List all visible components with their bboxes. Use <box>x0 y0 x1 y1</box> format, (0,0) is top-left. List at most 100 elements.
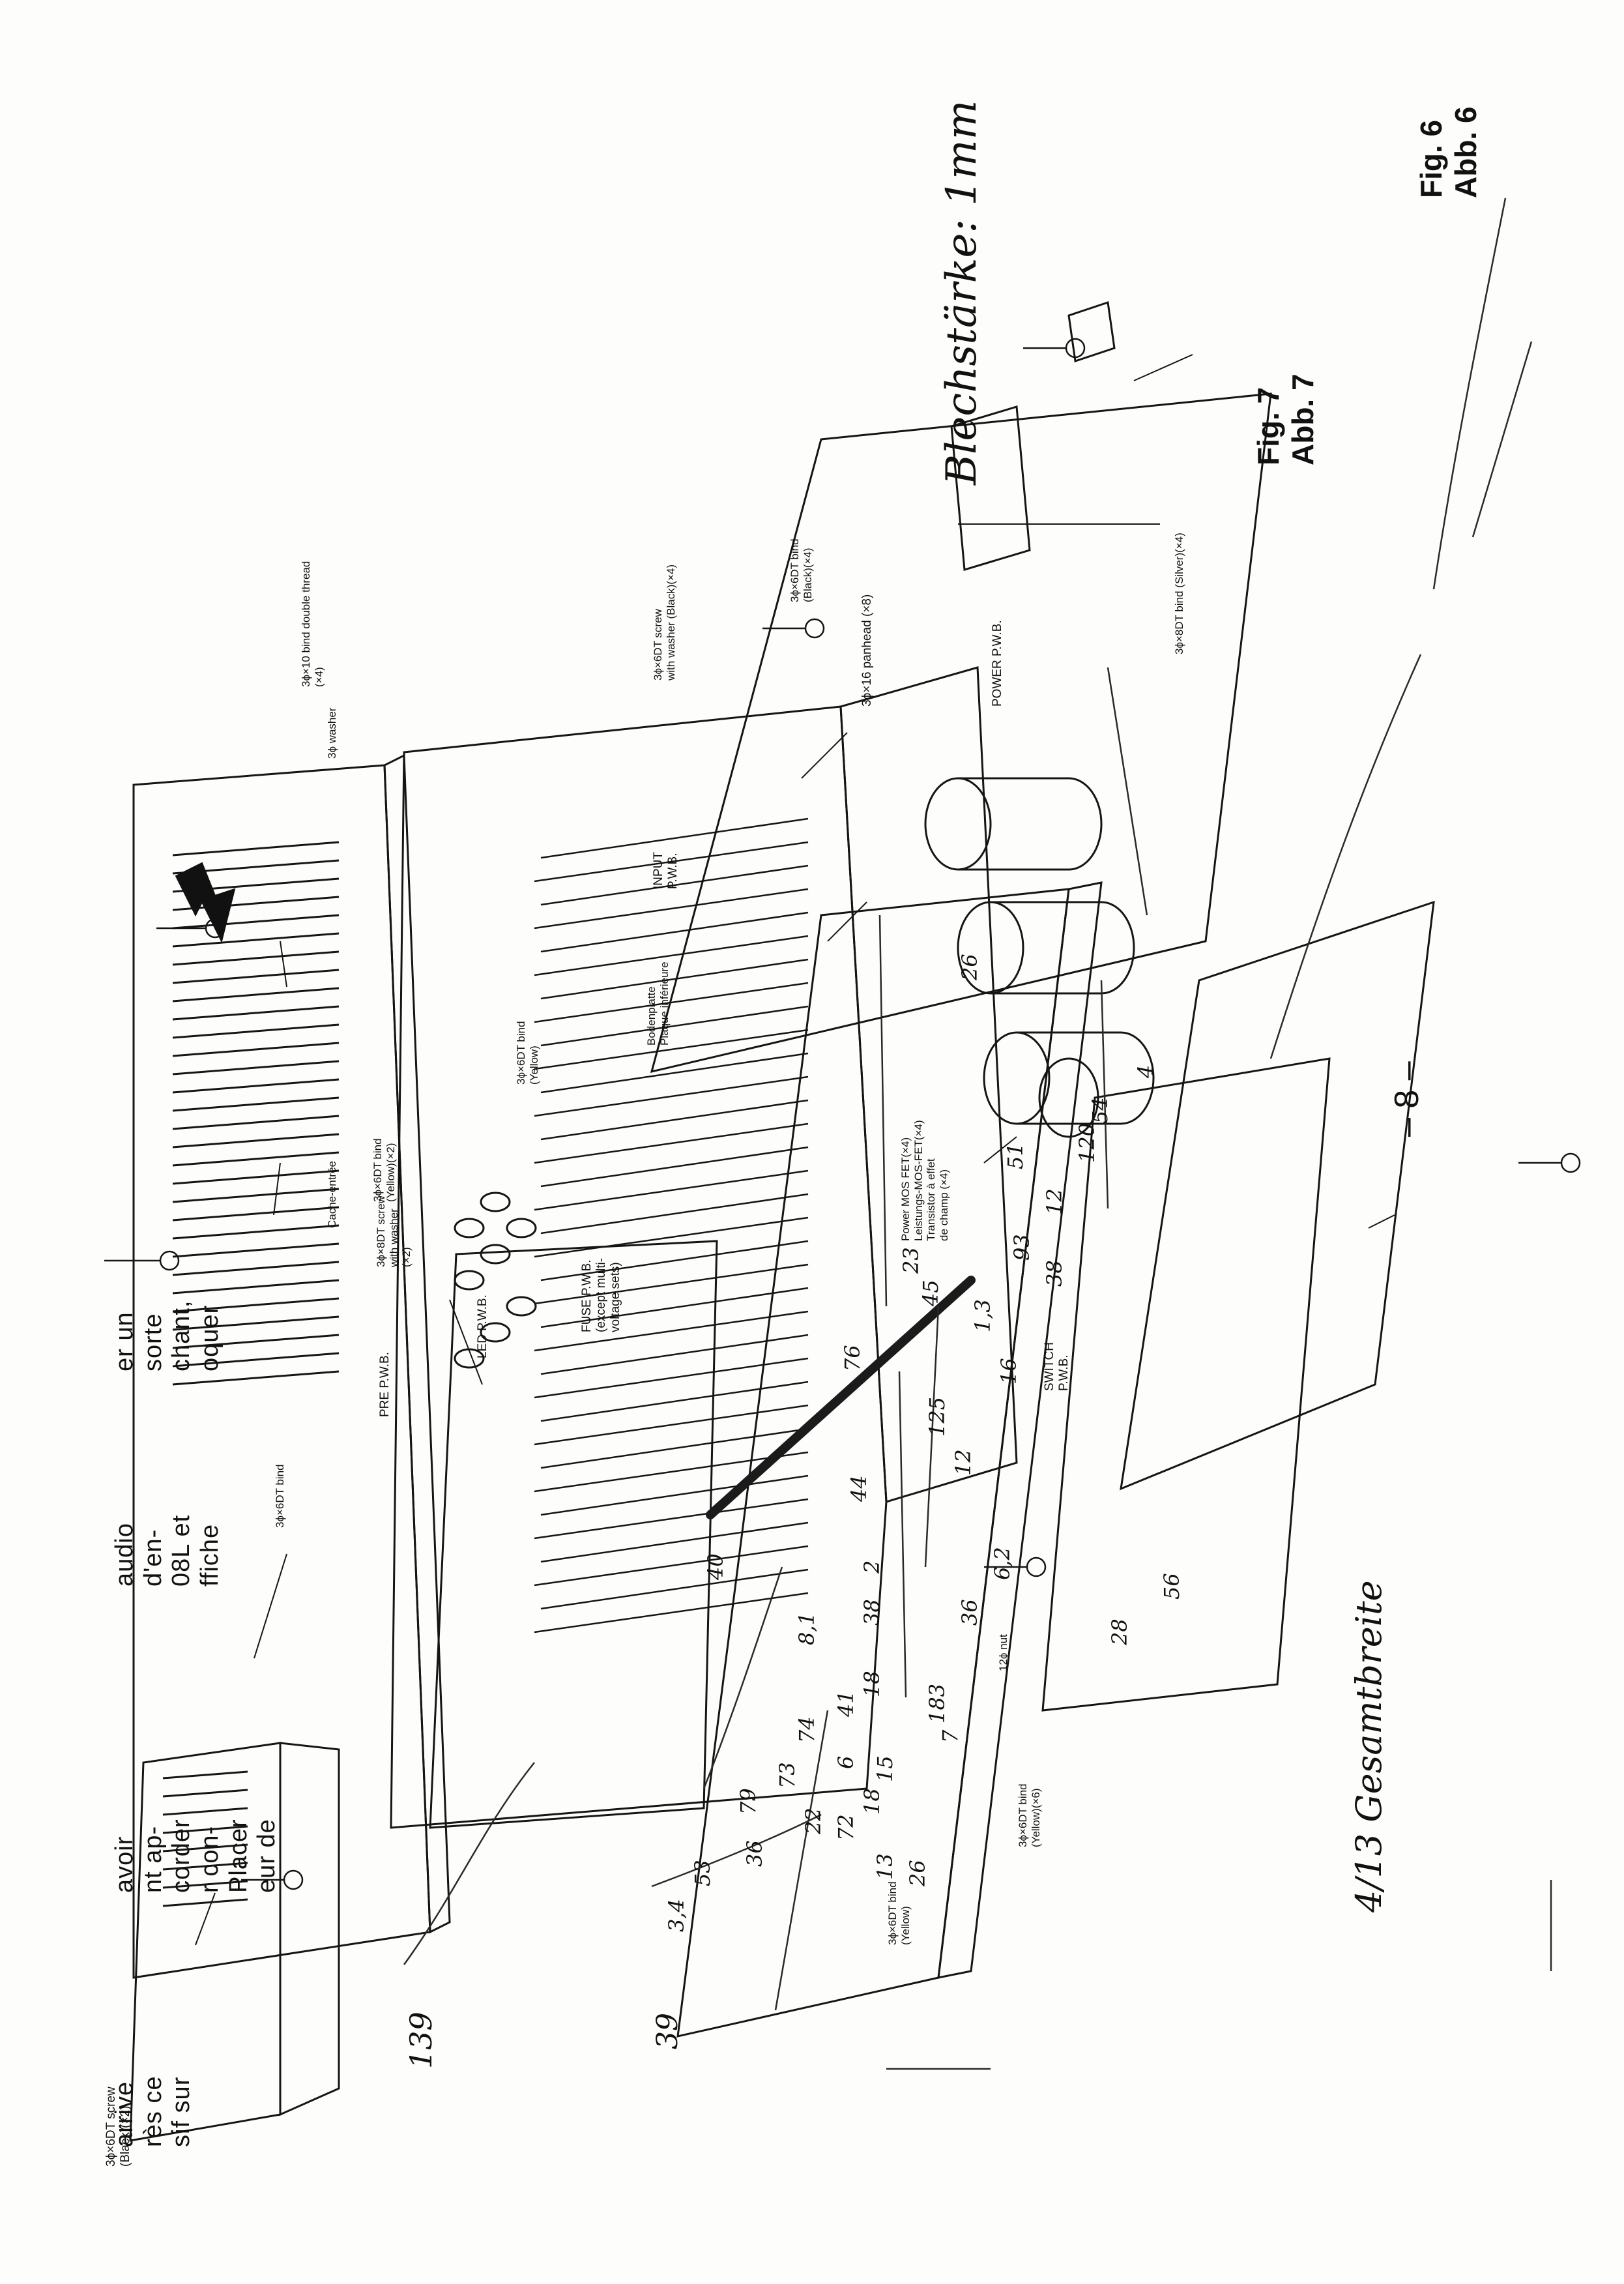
dimension-value: 26 <box>957 954 982 980</box>
heatsink-fin <box>534 1545 809 1587</box>
label-line: (except multi- <box>594 1257 608 1332</box>
dimension-value: 41 <box>834 1690 858 1717</box>
label-bind-yellow-x2: 3ϕ×6DT bind (Yellow)(×2) <box>371 1138 397 1202</box>
vent-slot <box>172 1115 340 1130</box>
power-pwb-outline <box>650 392 1272 1074</box>
label-line: Transistor à effet <box>925 1158 938 1241</box>
heatsink-fin <box>540 817 809 859</box>
heatsink-fin <box>534 935 809 976</box>
heatsink-fin <box>540 1099 809 1141</box>
vent-slot <box>172 896 340 911</box>
dimension-value: 125 <box>925 1396 950 1437</box>
fig6-en: Fig. 6 <box>1414 119 1448 198</box>
cut-text-paragraph-2: avoir nt ap- corder r con- Placer eur de <box>111 1819 282 1893</box>
dimension-value: 93 <box>1009 1234 1034 1261</box>
text-line: 08L et <box>167 1514 196 1587</box>
vent-slot <box>172 841 340 856</box>
vent-slot <box>172 1042 340 1057</box>
heatsink-fin <box>540 1334 809 1375</box>
dimension-value: 4 <box>1133 1064 1158 1078</box>
label-line: Leistungs-MOS-FET(×4) <box>912 1120 925 1241</box>
label-bind-silver: 3ϕ×8DT bind (Silver)(×4) <box>1173 533 1185 654</box>
heatsink-fin <box>534 841 809 883</box>
dimension-value: 36 <box>742 1840 767 1867</box>
dimension-value: 53 <box>690 1860 715 1886</box>
vent-slot <box>172 1334 340 1349</box>
dimension-value: 76 <box>840 1345 865 1371</box>
dimension-value: 12 <box>1042 1188 1067 1215</box>
vent-slot <box>172 1169 340 1185</box>
heatsink-fin <box>540 1521 809 1563</box>
label-power-pwb: POWER P.W.B. <box>991 620 1004 707</box>
vent-slot <box>172 1261 340 1276</box>
label-input-pwb: INPUT P.W.B. <box>652 852 680 889</box>
page-number: – 8 – <box>1388 1061 1426 1137</box>
dimension-value: 22 <box>801 1808 826 1834</box>
label-pre-pwb: PRE P.W.B. <box>378 1352 392 1417</box>
text-line: Placer <box>224 1819 252 1893</box>
dimension-value: 36 <box>957 1599 982 1626</box>
sheet-thickness-note: Blechstärke: 1mm <box>938 100 986 485</box>
dimension-value: 6,2 <box>990 1547 1015 1580</box>
dimension-value: 2 <box>860 1560 884 1574</box>
heatsink-fin <box>534 1404 809 1446</box>
label-screw-washer-black: 3ϕ×6DT screw with washer (Black)(×4) <box>652 564 677 681</box>
vent-slot <box>162 1825 248 1834</box>
heatsink-fin <box>534 1310 809 1352</box>
vent-slot <box>172 987 340 1003</box>
vent-slot <box>172 1023 340 1039</box>
label-line: with washer <box>387 1208 400 1267</box>
pre-pwb-outline <box>429 1240 718 1829</box>
heatsink-fin <box>540 1146 809 1188</box>
leader-lines <box>195 354 1395 1946</box>
label-line: (×2) <box>400 1247 413 1267</box>
chassis-outline <box>390 705 888 1829</box>
label-line: with washer (Black)(×4) <box>664 564 677 681</box>
dimension-value: 73 <box>775 1762 800 1789</box>
heatsink-fin <box>534 1498 809 1540</box>
dimension-value: 8,1 <box>794 1612 819 1645</box>
label-bind-yellow-bottom: 3ϕ×6DT bind (Yellow) <box>886 1881 912 1945</box>
vent-slot <box>172 1279 340 1295</box>
label-line: FUSE P.W.B. <box>580 1259 594 1332</box>
text-line: avoir <box>111 1836 138 1893</box>
label-line: 3ϕ×6DT bind <box>371 1138 384 1202</box>
vent-slot <box>172 950 340 966</box>
dimension-value: 28 <box>1107 1618 1132 1645</box>
label-screw-washer: 3ϕ×8DT screw with washer (×2) <box>375 1195 413 1267</box>
text-line: oquer <box>196 1304 224 1371</box>
cut-text-paragraph-1: arrive rès ce sif sur <box>111 2076 196 2147</box>
text-line: eur de <box>253 1819 281 1893</box>
vent-slot <box>172 1188 340 1203</box>
dimension-value: 72 <box>834 1814 858 1841</box>
text-line: corder <box>167 1819 196 1893</box>
dimension-value: 3,4 <box>664 1899 689 1932</box>
fig7-de: Abb. 7 <box>1285 373 1320 465</box>
dimension-value: 6 <box>834 1755 858 1769</box>
label-line: (Yellow)(×2) <box>384 1143 397 1202</box>
dimension-value: 56 <box>1159 1573 1184 1600</box>
label-line: (Yellow) <box>527 1046 540 1085</box>
label-panhead: 3ϕ×16 panhead (×8) <box>860 594 874 707</box>
dimension-value: 44 <box>847 1475 871 1502</box>
label-line: 3ϕ×10 bind double thread <box>300 561 312 687</box>
heatsink-fins <box>534 817 809 1633</box>
dim-139: 139 <box>403 2012 439 2069</box>
vent-slot <box>172 914 340 930</box>
text-line: arrive <box>111 2081 138 2147</box>
dimension-lines <box>403 198 1552 2070</box>
figure-6-caption: Fig. 6 Abb. 6 <box>1414 106 1483 198</box>
dimension-value: 183 <box>925 1683 950 1723</box>
text-line: r con- <box>196 1825 224 1893</box>
capacitors <box>924 777 1155 1138</box>
label-bind-yellow-x6: 3ϕ×6DT bind (Yellow)(×6) <box>1017 1783 1042 1847</box>
vent-slot <box>162 1789 248 1798</box>
label-line: 3ϕ×8DT screw <box>375 1195 387 1267</box>
vent-slot <box>172 1206 340 1222</box>
vent-slot <box>172 1133 340 1149</box>
heatsink-fin <box>534 1451 809 1493</box>
vent-slot <box>162 1807 248 1816</box>
dimension-value: 23 <box>899 1247 923 1274</box>
heatsink-fin <box>540 1474 809 1516</box>
